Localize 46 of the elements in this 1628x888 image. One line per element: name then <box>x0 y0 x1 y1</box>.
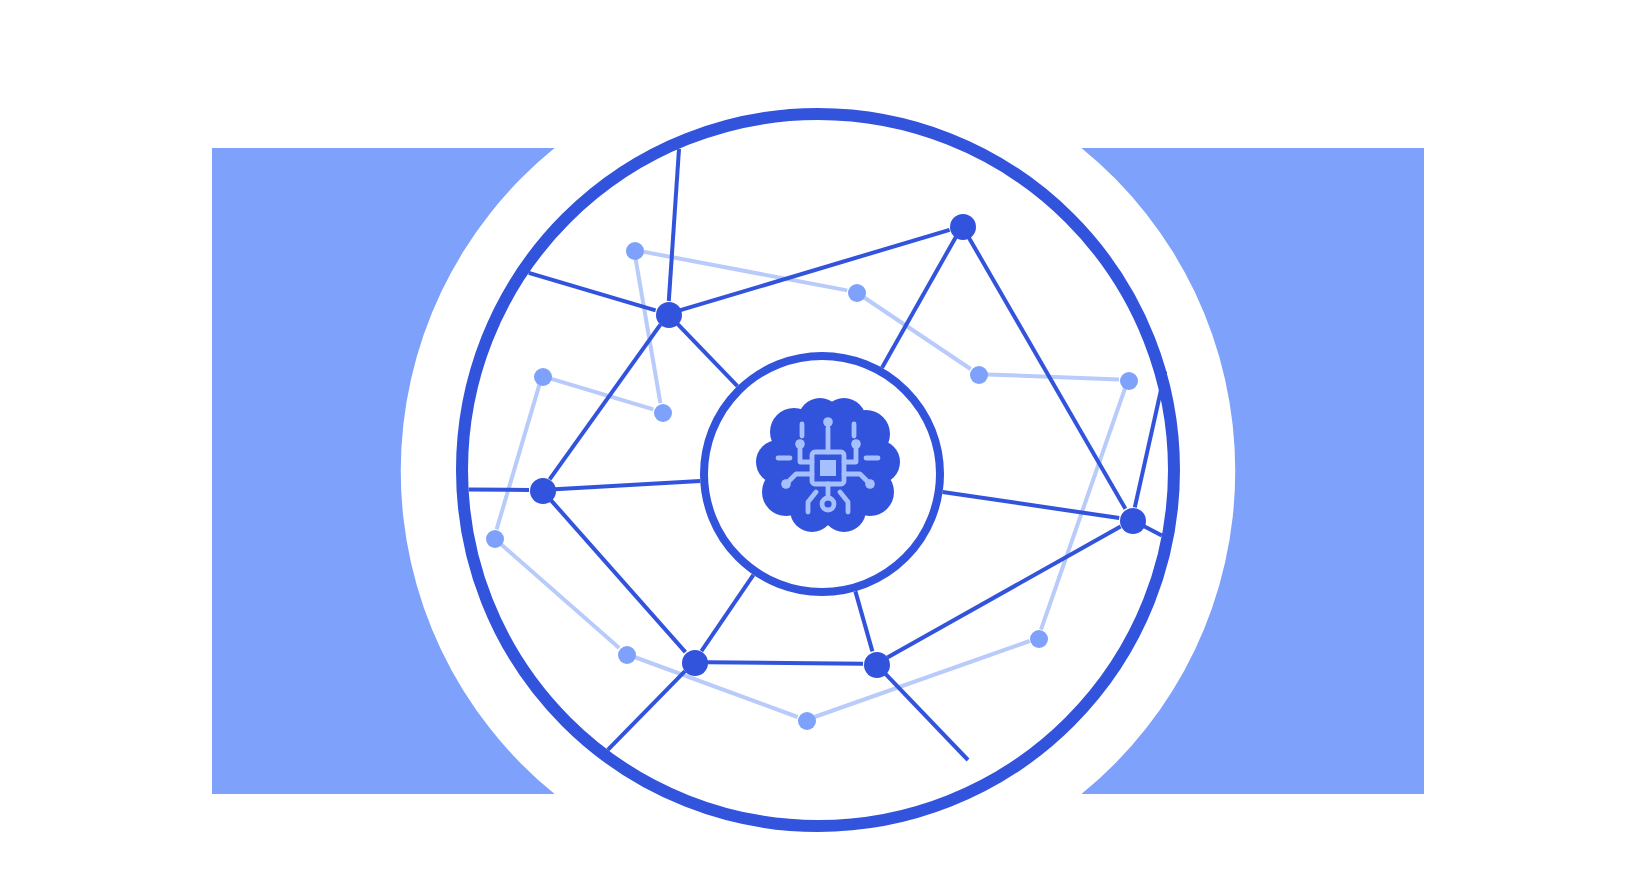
connector-line <box>1142 524 1163 538</box>
connector-line <box>494 384 542 530</box>
connector-line <box>699 573 756 653</box>
connector-line <box>633 655 799 719</box>
connector-line <box>1132 370 1168 508</box>
outer-ring <box>456 108 1180 832</box>
connector-line <box>642 249 848 293</box>
node-dot <box>681 649 707 675</box>
connector-line <box>679 227 951 313</box>
connector-line <box>986 372 1120 382</box>
node-dot <box>655 301 681 327</box>
connector-line <box>883 672 970 762</box>
node-dot <box>625 241 643 259</box>
connector-line <box>499 542 621 650</box>
node-dot <box>529 477 555 503</box>
connector-line <box>966 236 1128 510</box>
connector-line <box>633 258 663 404</box>
connector-line <box>886 524 1122 660</box>
node-dot <box>1119 371 1137 389</box>
node-dot <box>863 651 889 677</box>
connector-line <box>468 487 529 492</box>
node-dot <box>969 365 987 383</box>
connector-line <box>547 323 663 481</box>
connector-line <box>813 639 1031 719</box>
node-dot <box>949 213 975 239</box>
connector-line <box>1039 387 1127 631</box>
node-dot <box>1029 629 1047 647</box>
node-dot <box>1119 507 1145 533</box>
connector-line <box>550 376 654 412</box>
connector-line <box>666 148 681 302</box>
connector-line <box>554 479 701 492</box>
connector-line <box>880 236 958 369</box>
connector-line <box>942 490 1120 520</box>
node-dot <box>617 645 635 663</box>
node-dot <box>847 283 865 301</box>
connector-line <box>606 669 687 752</box>
node-dot <box>533 367 551 385</box>
connector-line <box>675 322 739 388</box>
connector-line <box>862 295 972 371</box>
connector-line <box>706 660 864 666</box>
connector-line <box>549 498 687 654</box>
node-dot <box>485 529 503 547</box>
connector-line <box>853 590 875 652</box>
node-dot <box>653 403 671 421</box>
connector-line <box>528 270 657 313</box>
node-dot <box>797 711 815 729</box>
